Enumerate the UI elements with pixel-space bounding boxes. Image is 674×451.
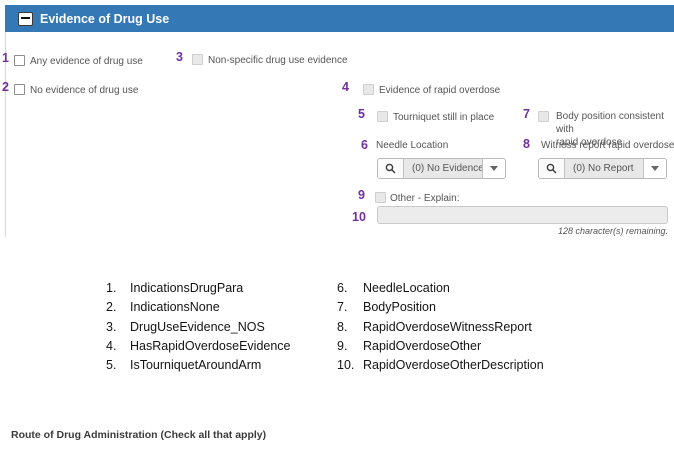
legend-item: 9. RapidOverdoseOther <box>337 339 544 358</box>
legend-item-number: 9. <box>337 338 348 353</box>
annotation-4: 4 <box>342 80 349 94</box>
label-witness-report: Witness report rapid overdose <box>541 140 674 151</box>
legend-item-name: RapidOverdoseOtherDescription <box>363 358 544 373</box>
checkbox-tourniquet[interactable] <box>377 111 388 122</box>
legend-item-number: 8. <box>337 319 348 334</box>
legend-column-2: 6. NeedleLocation 7. BodyPosition 8. RapidO… <box>337 281 544 377</box>
panel-left-border <box>5 32 6 237</box>
legend-item-number: 10. <box>337 358 355 373</box>
legend-item-number: 2. <box>106 300 117 315</box>
annotation-1: 1 <box>2 51 9 65</box>
legend-item-name: RapidOverdoseOther <box>363 338 482 353</box>
label-body-position-line1: Body position consistent with <box>556 111 664 135</box>
witness-report-search-button[interactable] <box>539 159 565 178</box>
caret-down-icon <box>490 166 498 171</box>
label-non-specific: Non-specific drug use evidence <box>208 55 348 66</box>
label-body-position: Body position consistent with rapid overd… <box>556 110 674 149</box>
label-rapid-overdose: Evidence of rapid overdose <box>379 85 501 96</box>
needle-location-dropdown-button[interactable] <box>483 159 505 178</box>
legend-item-number: 5. <box>106 358 117 373</box>
legend-item-name: BodyPosition <box>363 300 436 315</box>
witness-report-dropdown-button[interactable] <box>644 159 666 178</box>
legend-item: 2. IndicationsNone <box>106 300 291 319</box>
checkbox-body-position[interactable] <box>538 111 549 122</box>
label-body-position-line2: rapid overdose <box>556 137 623 148</box>
legend-column-1: 1.IndicationsDrugPara 2.IndicationsNone … <box>106 281 291 377</box>
label-any-evidence: Any evidence of drug use <box>30 56 143 67</box>
legend-item-name: RapidOverdoseWitnessReport <box>363 319 532 334</box>
legend-item-name: DrugUseEvidence_NOS <box>130 319 265 334</box>
other-description-input[interactable] <box>377 206 668 224</box>
legend-item: 1. IndicationsDrugPara <box>106 281 291 300</box>
checkbox-rapid-overdose[interactable] <box>363 84 374 95</box>
annotation-5: 5 <box>358 107 365 121</box>
legend-item-number: 7. <box>337 300 348 315</box>
search-icon <box>385 163 396 174</box>
label-no-evidence: No evidence of drug use <box>30 85 139 96</box>
legend-item: 3. DrugUseEvidence_NOS <box>106 320 291 339</box>
caret-down-icon <box>651 166 659 171</box>
dropdown-needle-location: (0) No Evidence <box>377 158 506 179</box>
annotation-2: 2 <box>2 80 9 94</box>
legend-item-number: 6. <box>337 281 348 295</box>
legend-item: 4. HasRapidOverdoseEvidence <box>106 339 291 358</box>
legend-item: 6. NeedleLocation <box>337 281 544 300</box>
legend-item: 7. BodyPosition <box>337 300 544 319</box>
legend-item: 10. RapidOverdoseOtherDescription <box>337 358 544 377</box>
checkbox-other-explain[interactable] <box>375 192 386 203</box>
legend-item-name: IsTourniquetAroundArm <box>130 358 262 373</box>
label-needle-location: Needle Location <box>376 140 449 151</box>
checkbox-no-evidence[interactable] <box>14 84 25 95</box>
annotation-8: 8 <box>523 137 530 151</box>
checkbox-non-specific[interactable] <box>192 54 203 65</box>
checkbox-any-evidence[interactable] <box>14 55 25 66</box>
panel-title: Evidence of Drug Use <box>40 11 170 26</box>
char-remaining-hint: 128 character(s) remaining. <box>557 226 668 236</box>
legend-item-name: HasRapidOverdoseEvidence <box>130 338 291 353</box>
dropdown-witness-report: (0) No Report <box>538 158 667 179</box>
collapse-button[interactable] <box>18 11 33 26</box>
legend-item-number: 3. <box>106 319 117 334</box>
annotation-3: 3 <box>176 50 183 64</box>
annotation-6: 6 <box>361 138 368 152</box>
legend-item-number: 4. <box>106 338 117 353</box>
legend-item-number: 1. <box>106 281 117 295</box>
annotation-10: 10 <box>352 210 366 224</box>
search-icon <box>546 163 557 174</box>
label-other-explain: Other - Explain: <box>390 193 460 204</box>
legend-item: 8. RapidOverdoseWitnessReport <box>337 320 544 339</box>
needle-location-search-button[interactable] <box>378 159 404 178</box>
label-tourniquet: Tourniquet still in place <box>393 112 495 123</box>
annotation-7: 7 <box>523 107 530 121</box>
panel-header: Evidence of Drug Use <box>5 5 674 32</box>
section-heading-route-of-drug-administration: Route of Drug Administration (Check all … <box>11 429 267 441</box>
legend-item-name: IndicationsDrugPara <box>130 281 244 295</box>
legend-item-name: NeedleLocation <box>363 281 450 295</box>
needle-location-value[interactable]: (0) No Evidence <box>404 159 483 178</box>
legend-item-name: IndicationsNone <box>130 300 220 315</box>
annotation-9: 9 <box>358 188 365 202</box>
witness-report-value[interactable]: (0) No Report <box>565 159 644 178</box>
legend-item: 5. IsTourniquetAroundArm <box>106 358 291 377</box>
